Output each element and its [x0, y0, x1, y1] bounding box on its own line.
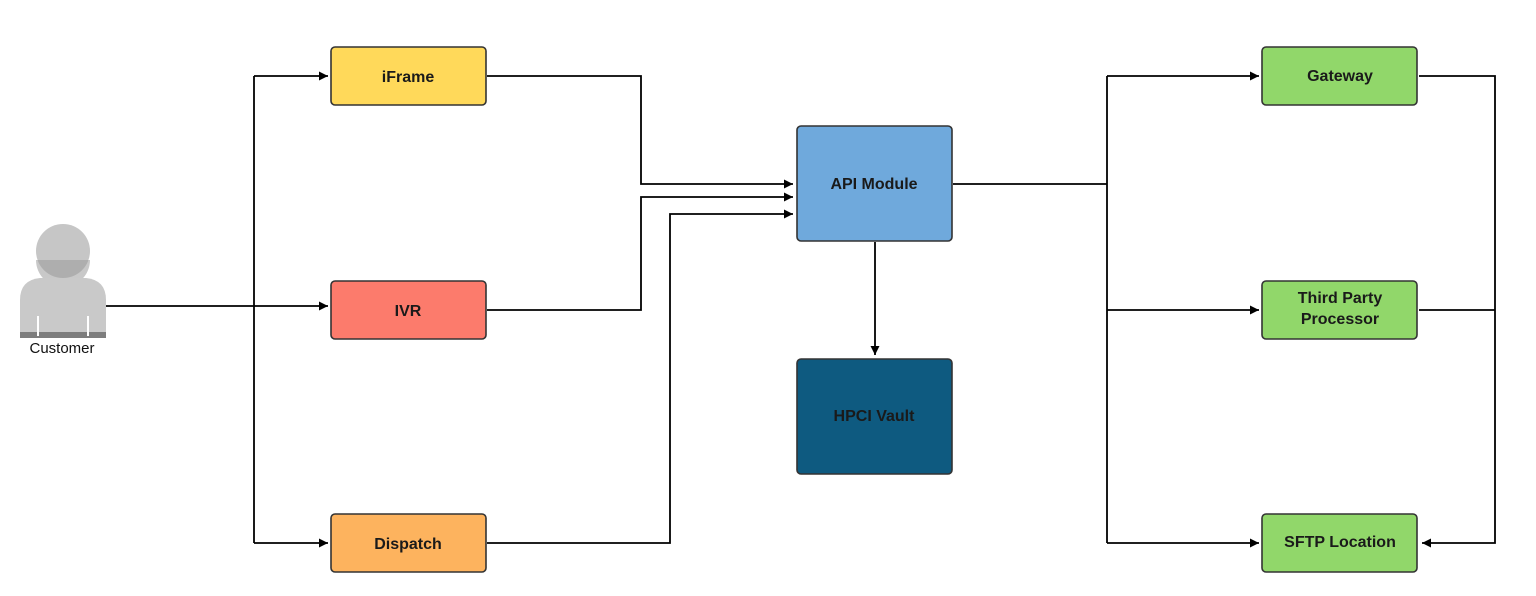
node-ivr-label: IVR: [395, 303, 422, 320]
node-sftp-location[interactable]: SFTP Location: [1261, 513, 1418, 573]
node-ivr[interactable]: IVR: [330, 280, 487, 340]
customer-label: Customer: [29, 340, 94, 357]
edges: [105, 71, 1496, 548]
customer-actor[interactable]: Customer: [20, 224, 106, 357]
node-third-party-label-line2: Processor: [1301, 311, 1379, 328]
node-third-party-processor[interactable]: Third Party Processor: [1261, 280, 1418, 340]
node-gateway[interactable]: Gateway: [1261, 46, 1418, 106]
node-api-module-label: API Module: [830, 176, 917, 193]
node-sftp-location-label: SFTP Location: [1284, 534, 1396, 551]
node-iframe[interactable]: iFrame: [330, 46, 487, 106]
node-hpci-vault-label: HPCI Vault: [834, 408, 916, 425]
node-dispatch[interactable]: Dispatch: [330, 513, 487, 573]
edge-ivr-api: [487, 192, 793, 311]
person-icon: [20, 224, 106, 338]
node-third-party-label-line1: Third Party: [1298, 290, 1383, 307]
edge-dispatch-api: [487, 209, 793, 544]
node-iframe-label: iFrame: [382, 69, 435, 86]
node-api-module[interactable]: API Module: [796, 125, 953, 242]
node-dispatch-label: Dispatch: [374, 536, 442, 553]
node-gateway-label: Gateway: [1307, 68, 1373, 85]
edge-iframe-api: [487, 75, 793, 189]
node-hpci-vault[interactable]: HPCI Vault: [796, 358, 953, 475]
